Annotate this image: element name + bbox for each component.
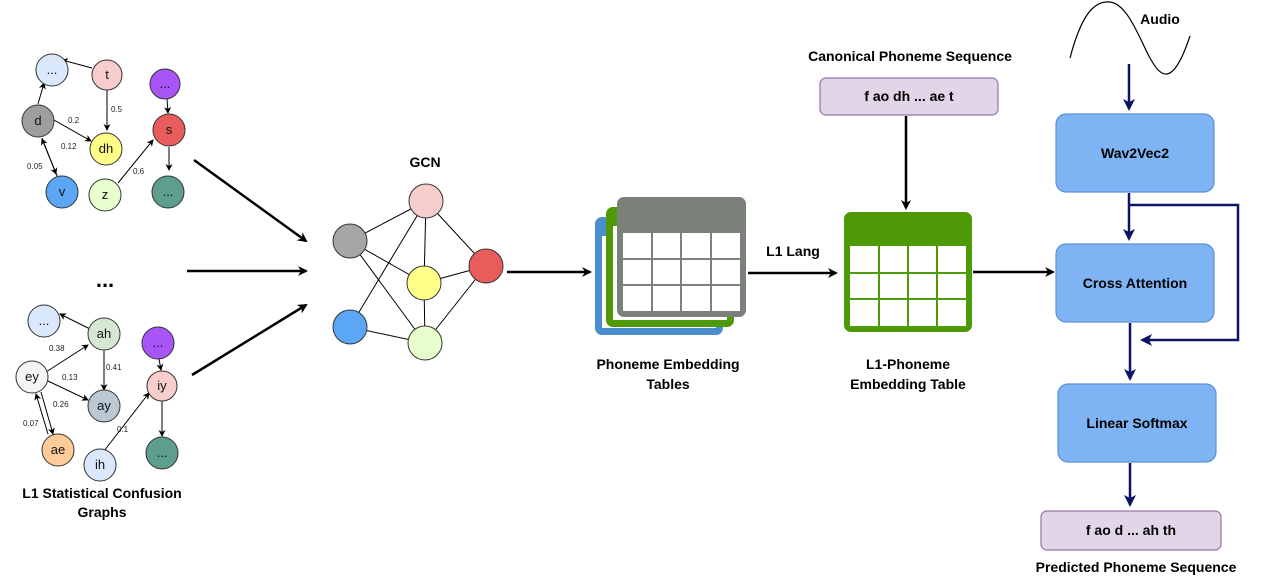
canonical-sequence-box xyxy=(819,77,999,116)
weight-label: 0.2 xyxy=(68,116,80,125)
cross-attention-box xyxy=(1055,243,1215,323)
canonical-title: Canonical Phoneme Sequence xyxy=(808,48,1012,64)
gcn-node xyxy=(468,248,504,284)
audio-label: Audio xyxy=(1140,11,1180,27)
node-dots2: ... xyxy=(141,326,175,360)
svg-text:...: ... xyxy=(160,76,171,91)
svg-text:ae: ae xyxy=(51,442,65,457)
weight-label: 0.38 xyxy=(49,344,65,353)
svg-text:ay: ay xyxy=(97,398,111,413)
svg-text:v: v xyxy=(59,184,66,199)
tables-caption-line1: Phoneme Embedding xyxy=(596,356,739,372)
gcn-graph xyxy=(332,183,504,361)
edge-v-d xyxy=(41,138,59,179)
gcn-node xyxy=(332,223,368,259)
weight-label: 0.12 xyxy=(61,142,77,151)
svg-text:s: s xyxy=(166,122,173,137)
l1-table-caption-line2: Embedding Table xyxy=(850,376,966,392)
edge-d-dots xyxy=(37,82,46,105)
svg-text:ah: ah xyxy=(97,326,111,341)
predicted-title: Predicted Phoneme Sequence xyxy=(1036,559,1237,575)
gcn-node xyxy=(332,309,368,345)
edge-ah-dots xyxy=(59,313,93,331)
weight-label: 0.05 xyxy=(27,162,43,171)
node-dots: ... xyxy=(27,304,61,338)
phoneme-embedding-tables-icon xyxy=(595,197,746,335)
node-dots3: ... xyxy=(151,175,185,209)
weight-label: 0.1 xyxy=(117,425,129,434)
node-ay: ay xyxy=(87,389,121,423)
predicted-sequence-box xyxy=(1040,510,1222,551)
svg-text:z: z xyxy=(102,187,109,202)
svg-text:...: ... xyxy=(153,335,164,350)
node-s: s xyxy=(152,113,186,147)
svg-text:d: d xyxy=(34,113,41,128)
node-t: t xyxy=(91,59,123,91)
arrow-graph-bottom-to-gcn xyxy=(191,303,308,377)
canonical-sequence: f ao dh ... ae t xyxy=(864,88,954,104)
svg-text:ey: ey xyxy=(25,369,39,384)
graphs-ellipsis: ... xyxy=(96,267,114,292)
svg-text:t: t xyxy=(105,67,109,82)
node-dots: ... xyxy=(35,53,69,87)
l1-lang-label: L1 Lang xyxy=(766,243,820,259)
edge-d-dh xyxy=(53,119,92,142)
edge-z-s xyxy=(117,139,154,184)
edge-ae-ey xyxy=(34,393,49,435)
svg-text:ih: ih xyxy=(95,457,105,472)
edge-dots2-s xyxy=(164,97,172,114)
arrow-wav2vec-residual xyxy=(1129,203,1240,346)
node-dots3: ... xyxy=(145,436,179,470)
tables-caption-line2: Tables xyxy=(646,376,690,392)
node-v: v xyxy=(45,175,79,209)
confusion-graph-top: 0.5 0.2 0.12 0.05 0.6 ... t d dh v z xyxy=(21,53,186,212)
l1-table-caption-line1: L1-Phoneme xyxy=(866,356,950,372)
weight-label: 0.6 xyxy=(133,167,145,176)
gcn-node xyxy=(406,265,442,301)
svg-text:...: ... xyxy=(47,62,58,77)
svg-text:dh: dh xyxy=(99,141,113,156)
svg-text:...: ... xyxy=(157,445,168,460)
wav2vec2-box xyxy=(1055,113,1215,193)
edge-dots2-iy xyxy=(156,358,164,371)
graphs-caption-line2: Graphs xyxy=(77,504,126,520)
svg-text:...: ... xyxy=(163,184,174,199)
node-ae: ae xyxy=(41,433,75,467)
node-z: z xyxy=(88,178,122,212)
weight-label: 0.26 xyxy=(53,400,69,409)
gcn-node xyxy=(407,325,443,361)
confusion-graph-bottom: 0.38 0.13 0.41 0.26 0.07 0.1 ... ah ey a… xyxy=(15,304,179,482)
gcn-node xyxy=(408,183,444,219)
weight-label: 0.41 xyxy=(106,363,122,372)
gcn-label: GCN xyxy=(409,154,440,170)
edge-ey-ay xyxy=(47,380,89,401)
edge-ey-ae xyxy=(40,391,55,435)
wav2vec2-label: Wav2Vec2 xyxy=(1101,145,1169,161)
node-ih: ih xyxy=(83,448,117,482)
node-ah: ah xyxy=(87,317,121,351)
linear-softmax-label: Linear Softmax xyxy=(1086,415,1187,431)
svg-text:...: ... xyxy=(39,313,50,328)
node-dh: dh xyxy=(89,132,123,166)
svg-text:iy: iy xyxy=(157,378,167,393)
arrow-graph-top-to-gcn xyxy=(193,158,308,243)
edge-ey-ah xyxy=(45,344,89,373)
weight-label: 0.07 xyxy=(23,419,39,428)
edge-t-dots xyxy=(61,58,93,69)
edge-ih-iy xyxy=(103,392,150,452)
weight-label: 0.5 xyxy=(111,105,123,114)
predicted-sequence: f ao d ... ah th xyxy=(1086,522,1176,538)
cross-attention-label: Cross Attention xyxy=(1083,275,1187,291)
node-dots2: ... xyxy=(149,68,181,100)
l1-phoneme-embedding-table-icon xyxy=(844,212,972,332)
linear-softmax-box xyxy=(1057,383,1217,463)
node-d: d xyxy=(21,104,55,138)
node-ey: ey xyxy=(15,360,49,394)
graphs-caption-line1: L1 Statistical Confusion xyxy=(22,485,181,501)
node-iy: iy xyxy=(146,370,178,402)
audio-waveform-icon xyxy=(1069,1,1191,75)
weight-label: 0.13 xyxy=(62,373,78,382)
